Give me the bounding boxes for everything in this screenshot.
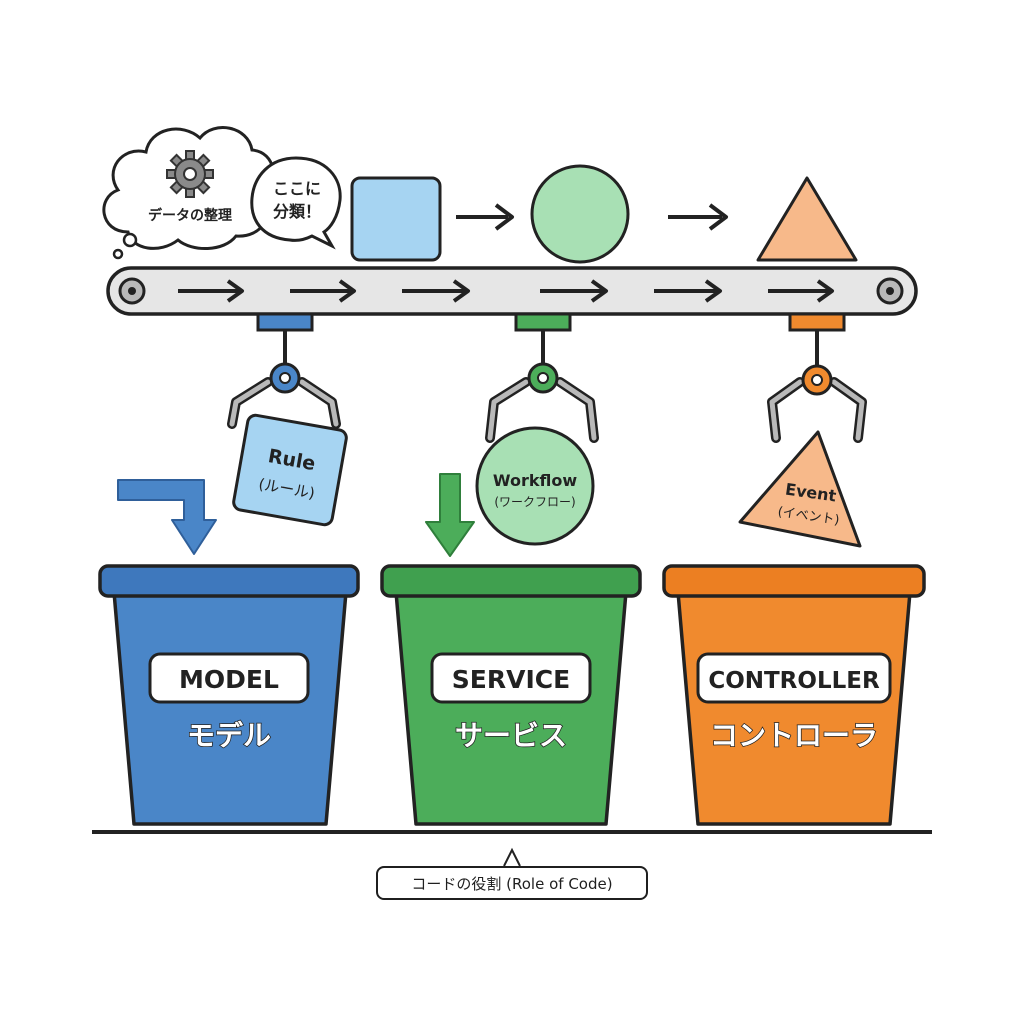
grabbed-workflow-circle: Workflow (ワークフロー) bbox=[475, 426, 595, 546]
bin-model-label: MODEL bbox=[179, 665, 279, 694]
bin-controller-label: CONTROLLER bbox=[708, 668, 880, 694]
grabbed-rule-square: Rule (ルール) bbox=[232, 413, 348, 527]
belt-square-shape bbox=[350, 176, 442, 262]
bin-controller: CONTROLLER コントローラ bbox=[662, 564, 926, 826]
workflow-sublabel: (ワークフロー) bbox=[494, 495, 575, 509]
bin-model-sublabel: モデル bbox=[187, 719, 271, 752]
roller-icon bbox=[118, 277, 146, 305]
grabbed-event-triangle: Event (イベント) bbox=[738, 430, 862, 548]
bin-service-label: SERVICE bbox=[452, 665, 570, 694]
bin-model: MODEL モデル bbox=[98, 564, 360, 826]
belt-circle-shape bbox=[530, 164, 630, 264]
belt-arrows bbox=[178, 279, 834, 303]
caption-box: コードの役割 (Role of Code) bbox=[376, 866, 648, 900]
speech-bubble-line1: ここに bbox=[273, 179, 321, 198]
speech-bubble-line2: 分類！ bbox=[273, 202, 321, 221]
robot-claw-model bbox=[227, 312, 341, 429]
bin-controller-sublabel: コントローラ bbox=[710, 719, 878, 752]
workflow-label: Workflow bbox=[493, 471, 577, 490]
flow-arrow-icon bbox=[668, 203, 728, 231]
robot-claw-controller bbox=[767, 312, 867, 443]
roller-icon bbox=[876, 277, 904, 305]
gear-icon bbox=[166, 150, 214, 198]
conveyor-belt bbox=[106, 266, 918, 316]
drop-arrow-blue-icon bbox=[117, 479, 217, 555]
thought-bubble: データの整理 bbox=[102, 126, 275, 260]
thought-bubble-text: データの整理 bbox=[148, 207, 232, 224]
caption-pointer bbox=[503, 847, 521, 867]
bin-service-sublabel: サービス bbox=[455, 719, 567, 752]
speech-bubble: ここに 分類！ bbox=[250, 156, 342, 250]
bin-service: SERVICE サービス bbox=[380, 564, 642, 826]
robot-claw-service bbox=[485, 312, 599, 443]
flow-arrow-icon bbox=[456, 203, 514, 231]
drop-arrow-green-icon bbox=[425, 473, 475, 557]
belt-triangle-shape bbox=[756, 176, 858, 262]
